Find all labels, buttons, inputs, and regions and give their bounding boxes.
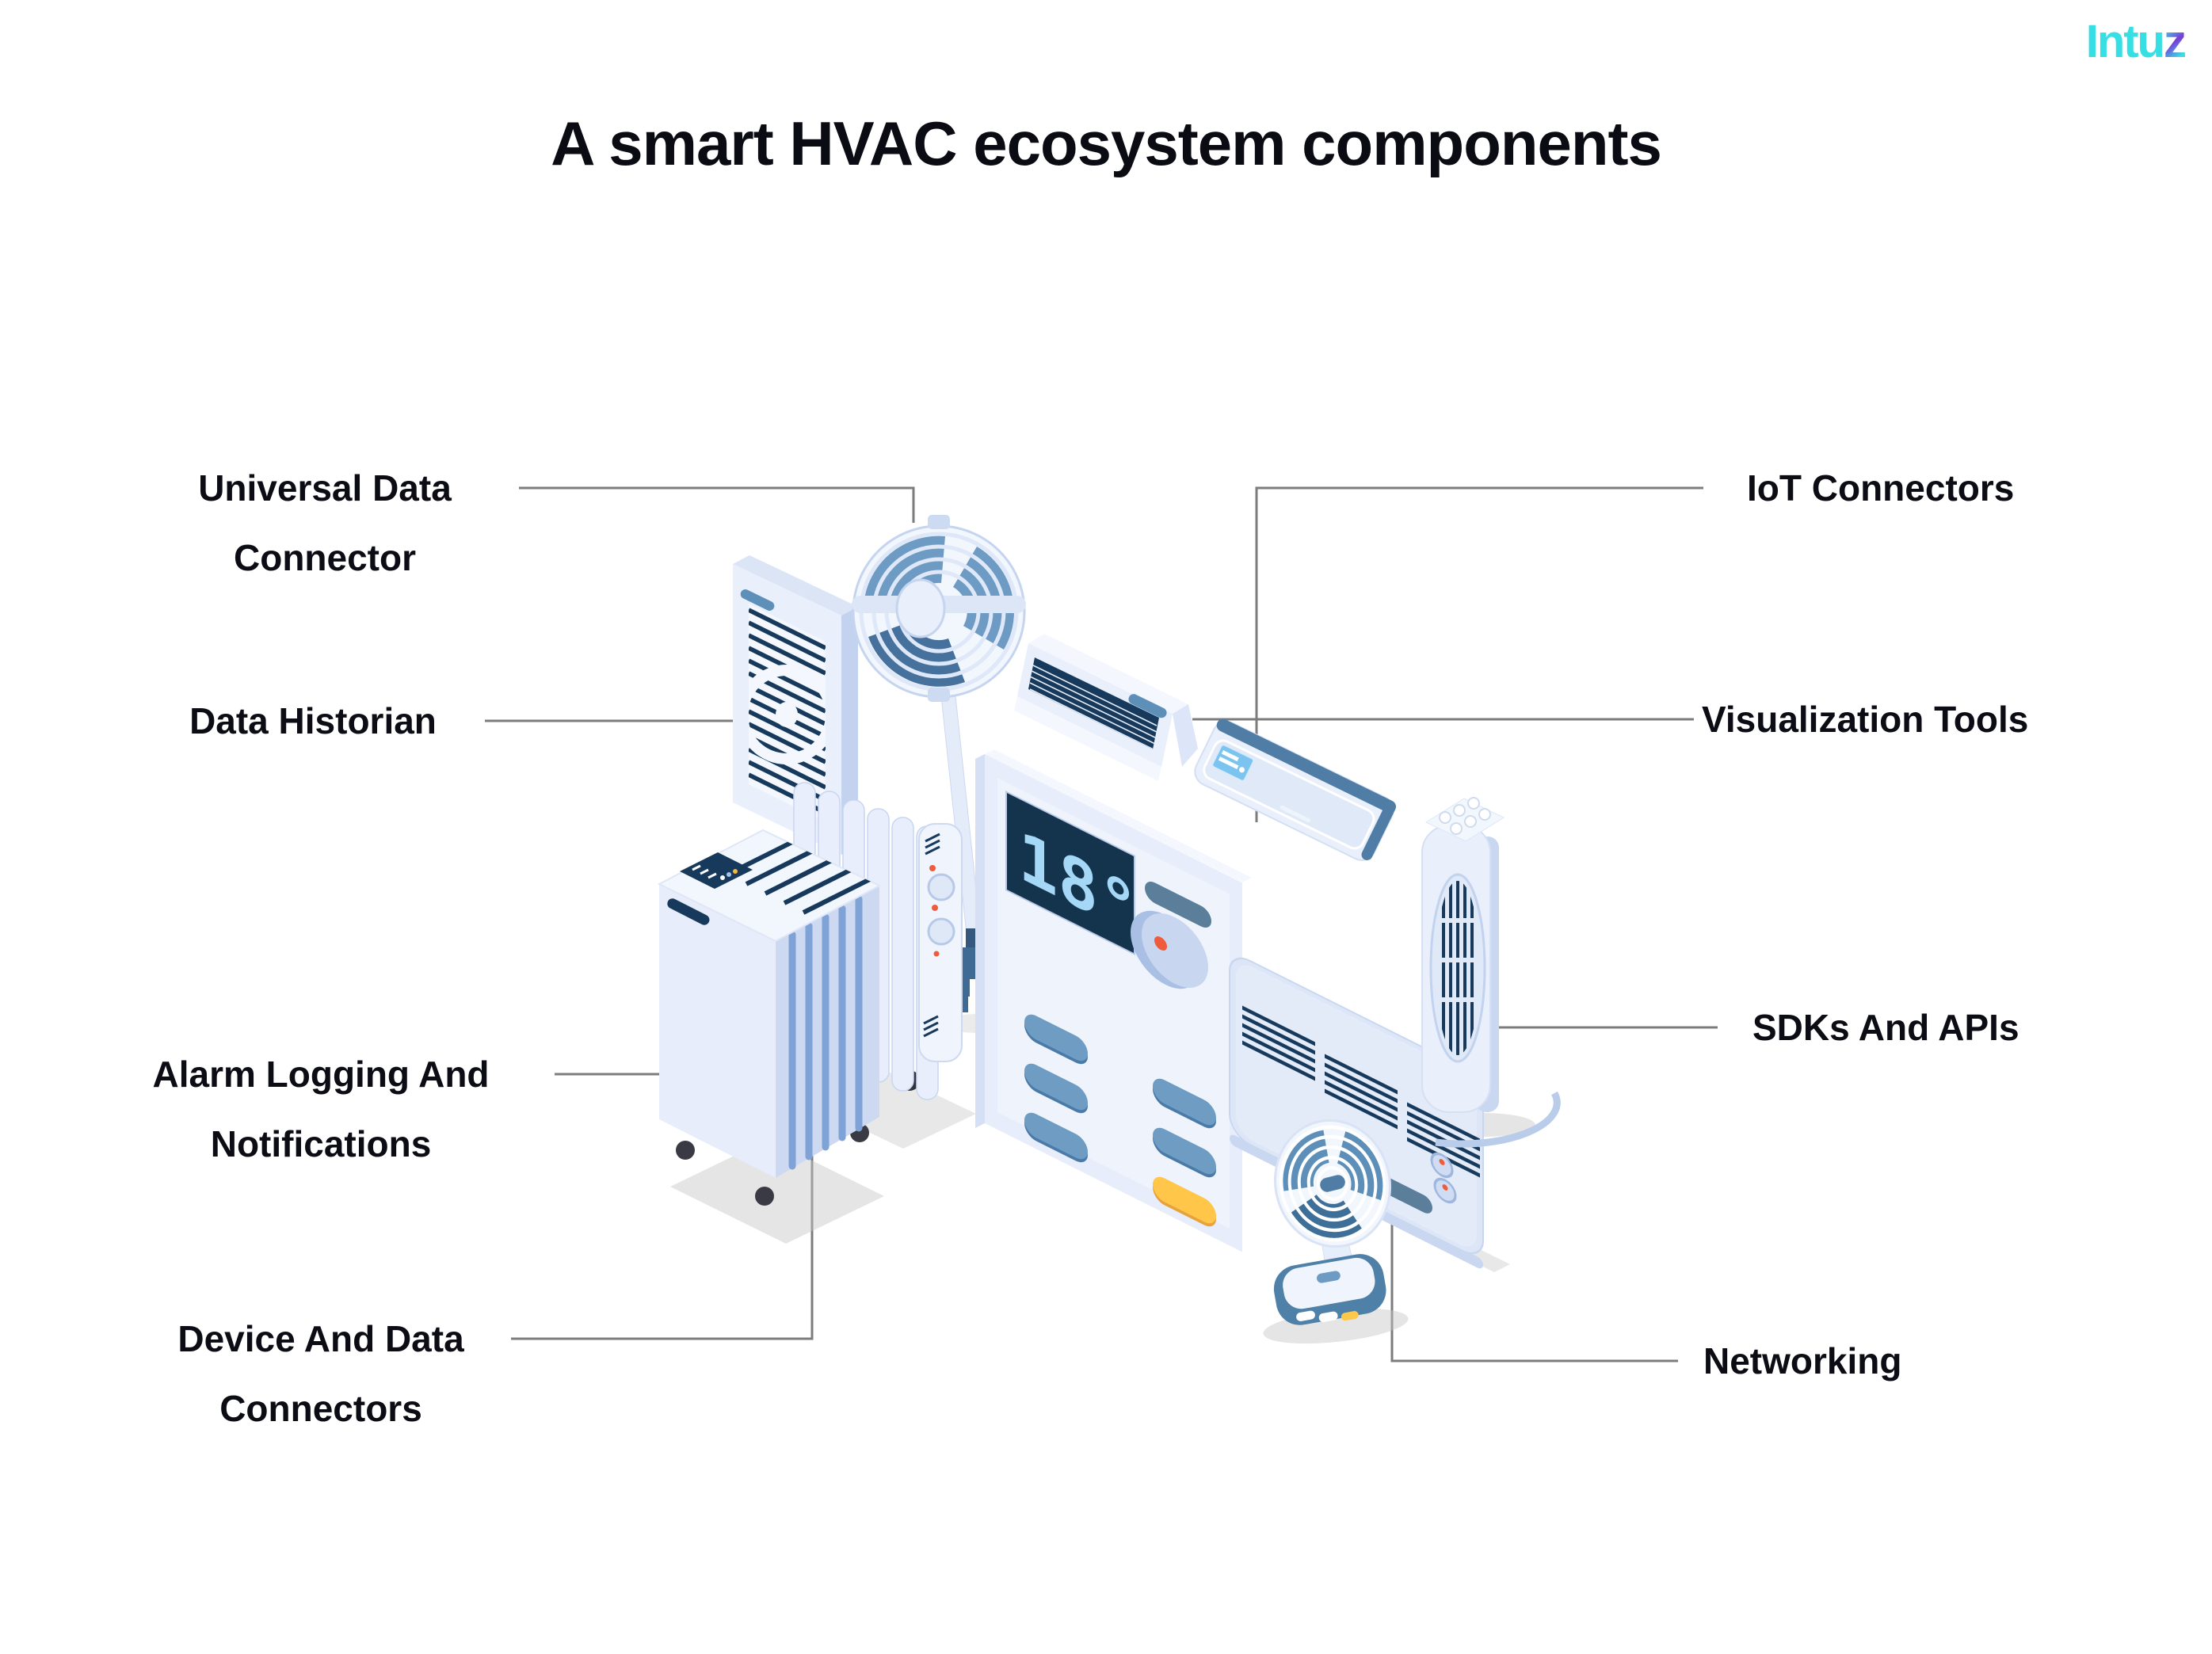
convector-heater — [1229, 957, 1484, 1269]
label-line: IoT Connectors — [1747, 467, 2015, 509]
wall-controller — [1194, 718, 1397, 861]
label-iot-connectors: IoT Connectors — [1747, 453, 2014, 523]
tower-fan — [1421, 797, 1561, 1148]
thermostat-buttons — [1024, 1014, 1216, 1227]
connector-line-universal-data — [519, 486, 915, 523]
connector-line-device-data — [511, 1119, 814, 1340]
label-alarm-logging: Alarm Logging And Notifications — [83, 1039, 559, 1179]
label-line: Connectors — [219, 1388, 422, 1429]
label-device-data-connectors: Device And Data Connectors — [83, 1304, 559, 1443]
label-line: Universal Data — [198, 467, 452, 509]
label-line: Device And Data — [177, 1318, 464, 1359]
label-line: Alarm Logging And — [152, 1054, 490, 1095]
logo-part2: z — [2164, 16, 2187, 67]
label-sdks-apis: SDKs And APIs — [1752, 993, 2019, 1062]
label-line: Notifications — [210, 1123, 432, 1164]
label-visualization-tools: Visualization Tools — [1702, 684, 2028, 754]
outdoor-ac-unit — [733, 555, 858, 855]
label-line: Visualization Tools — [1702, 699, 2029, 740]
label-universal-data-connector: Universal Data Connector — [87, 453, 563, 593]
label-line: Data Historian — [189, 700, 437, 741]
smart-thermostat-panel: 18° — [975, 749, 1252, 1252]
desk-fan — [1273, 1119, 1391, 1325]
label-line: SDKs And APIs — [1752, 1007, 2019, 1048]
air-purifier — [657, 829, 882, 1206]
connector-lines — [485, 486, 1718, 1362]
logo-part1: Intu — [2085, 16, 2165, 67]
connector-line-networking — [1390, 1212, 1678, 1362]
label-data-historian: Data Historian — [75, 686, 551, 756]
thermostat-screen — [1005, 791, 1135, 955]
connector-line-iot — [1255, 486, 1703, 822]
intuz-logo: Intuz — [2085, 16, 2187, 68]
label-line: Networking — [1703, 1340, 1902, 1382]
page-title: A smart HVAC ecosystem components — [551, 109, 1662, 178]
split-ac-indoor-unit — [1014, 634, 1198, 781]
pedestal-fan — [852, 515, 1026, 1012]
label-line: Connector — [234, 537, 416, 578]
label-networking: Networking — [1703, 1326, 1901, 1396]
